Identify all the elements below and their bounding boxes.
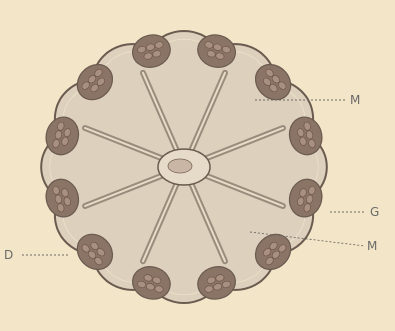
label-left: D — [4, 248, 13, 262]
label-mid-right: G — [370, 205, 379, 219]
label-low-right: M — [367, 239, 377, 253]
label-top-right: M — [350, 93, 360, 107]
nucleolus — [168, 159, 192, 173]
central-nucleus — [158, 149, 210, 185]
label-mid-right-group: G — [330, 205, 379, 219]
label-left-group: D — [4, 248, 70, 262]
